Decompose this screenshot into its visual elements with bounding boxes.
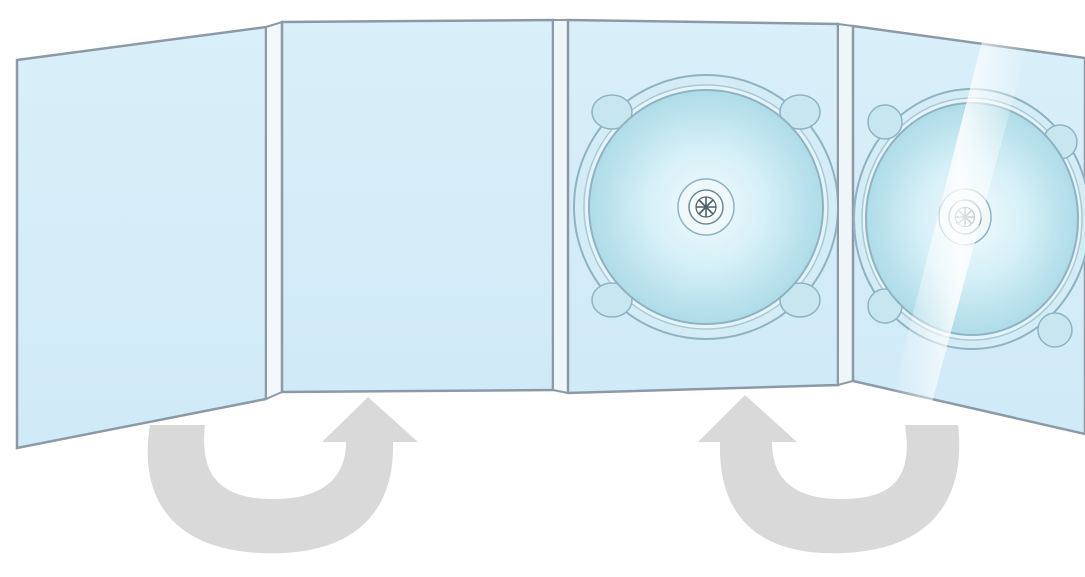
- center-spine: [553, 20, 568, 393]
- curved-arrow-icon: [698, 395, 959, 553]
- left-flap-panel: [17, 27, 266, 448]
- right-fold-arrow: [698, 395, 959, 553]
- curved-arrow-icon: [148, 397, 418, 553]
- right-spine: [838, 24, 853, 385]
- left-fold-arrow: [148, 397, 418, 553]
- inner-left-panel: [282, 20, 553, 392]
- spindle-hub-icon: [678, 179, 734, 235]
- tray-clip-icon: [868, 105, 902, 139]
- left-spine: [266, 22, 282, 399]
- tray-clip-icon: [1038, 313, 1072, 347]
- disc-tray-inner-right: [574, 75, 838, 339]
